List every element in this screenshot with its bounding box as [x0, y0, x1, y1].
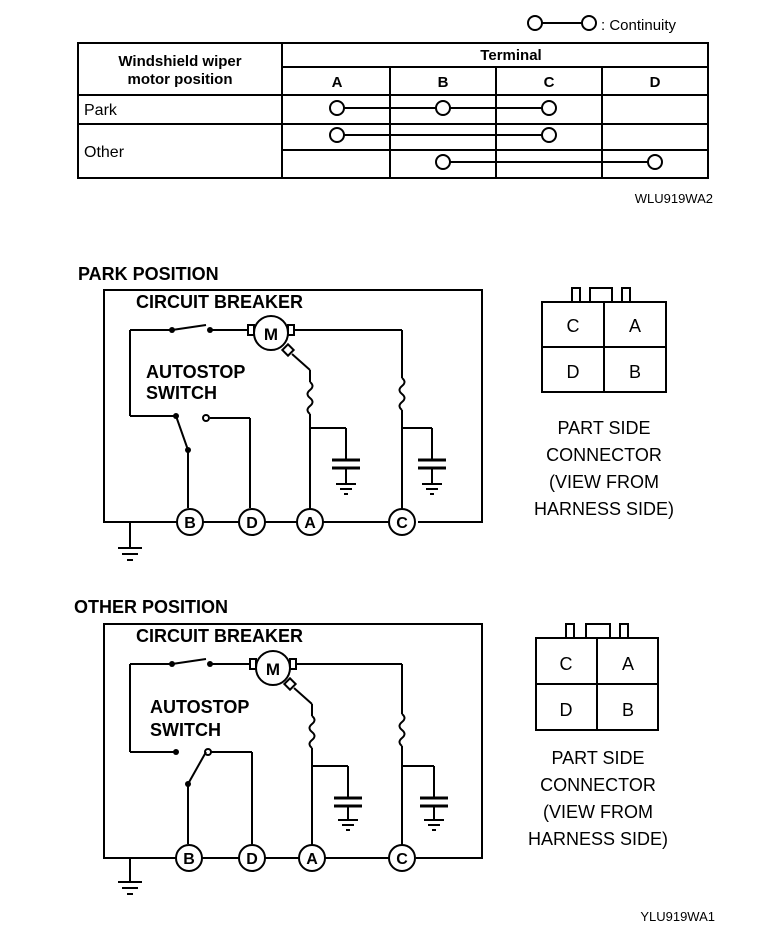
- other-terminal-a-label: A: [306, 851, 318, 868]
- other-connector-cell-b: B: [622, 700, 634, 720]
- park-connector-tab-right: [621, 287, 631, 302]
- other-switch-label-2: SWITCH: [150, 720, 221, 740]
- other-breaker-blade: [171, 658, 207, 665]
- park-breaker-label: CIRCUIT BREAKER: [136, 292, 303, 312]
- park-continuity: [329, 100, 557, 116]
- park-motor-brush-right: [287, 324, 295, 336]
- park-motor-brush-bottom: [280, 342, 296, 358]
- park-connector-cell-c: C: [567, 316, 580, 336]
- other-terminal-d: [238, 844, 266, 872]
- table-row-park-label: Park: [84, 102, 118, 119]
- other-switch-label-1: AUTOSTOP: [150, 697, 249, 717]
- park-connector-cell-a: A: [629, 316, 641, 336]
- park-position-diagram: PARK POSITION CIRCUIT BREAKER M: [78, 264, 674, 561]
- park-terminal-b-label: B: [184, 515, 196, 532]
- table-col-b-label: B: [438, 74, 449, 91]
- continuity-legend: : Continuity: [527, 15, 677, 34]
- other-breaker-label: CIRCUIT BREAKER: [136, 626, 303, 646]
- table-col-a-label: A: [332, 74, 343, 91]
- other-node-d: [647, 154, 663, 170]
- other-wire-a-diag: [293, 687, 313, 705]
- park-caption-2: CONNECTOR: [546, 445, 662, 465]
- table-col-d-label: D: [650, 74, 661, 91]
- figure-code-bottom: YLU919WA1: [640, 909, 715, 924]
- park-terminal-d: [238, 508, 266, 536]
- other-terminal-a: [298, 844, 326, 872]
- park-caption-1: PART SIDE: [557, 418, 650, 438]
- other-node-a: [329, 127, 345, 143]
- other-connector: C A D B: [535, 623, 659, 731]
- other-coil-c: [398, 713, 406, 747]
- table-header-left-line2: motor position: [128, 71, 233, 88]
- other-title: OTHER POSITION: [74, 597, 228, 617]
- park-title: PARK POSITION: [78, 264, 219, 284]
- figure-code-top: WLU919WA2: [635, 191, 713, 206]
- other-motor-brush-right: [289, 658, 297, 670]
- other-caption-1: PART SIDE: [551, 748, 644, 768]
- other-node-b: [435, 154, 451, 170]
- other-terminal-d-label: D: [246, 851, 258, 868]
- continuity-table: Windshield wiper motor position Terminal…: [77, 42, 709, 179]
- park-connector-tab-left: [571, 287, 581, 302]
- table-header-terminal: Terminal: [480, 47, 541, 64]
- park-terminal-a: [296, 508, 324, 536]
- park-caption-4: HARNESS SIDE): [534, 499, 674, 519]
- park-node-b: [435, 100, 451, 116]
- other-continuity-ac: [329, 127, 557, 143]
- park-connector-tab-mid: [589, 287, 613, 302]
- park-node-c: [541, 100, 557, 116]
- other-motor-label: M: [266, 660, 280, 679]
- park-terminal-d-label: D: [246, 515, 258, 532]
- other-connector-cell-c: C: [560, 654, 573, 674]
- other-switch-blade: [187, 751, 207, 785]
- park-breaker-blade: [171, 324, 207, 331]
- park-caption-3: (VIEW FROM: [549, 472, 659, 492]
- other-terminal-b: [175, 844, 203, 872]
- other-connector-tab-mid: [585, 623, 611, 638]
- park-switch-label-2: SWITCH: [146, 383, 217, 403]
- legend-label: : Continuity: [601, 17, 677, 34]
- other-caption-4: HARNESS SIDE): [528, 829, 668, 849]
- park-wire-a-diag: [291, 353, 311, 371]
- park-connector: C A D B: [541, 287, 667, 393]
- park-switch-contact-right: [202, 414, 210, 422]
- park-switch-label-1: AUTOSTOP: [146, 362, 245, 382]
- park-node-a: [329, 100, 345, 116]
- park-terminal-c-label: C: [396, 515, 408, 532]
- other-connector-cell-d: D: [560, 700, 573, 720]
- park-coil-c: [398, 377, 406, 411]
- other-continuity-bd: [435, 154, 663, 170]
- other-terminal-b-label: B: [183, 851, 195, 868]
- park-connector-cell-b: B: [629, 362, 641, 382]
- park-motor-label: M: [264, 325, 278, 344]
- table-col-c-label: C: [544, 74, 555, 91]
- park-enclosure: [103, 289, 483, 523]
- other-terminal-c-label: C: [396, 851, 408, 868]
- other-terminal-c: [388, 844, 416, 872]
- park-coil-a: [306, 381, 314, 415]
- legend-node-left: [527, 15, 543, 31]
- park-switch-blade: [175, 415, 189, 451]
- table-row-other-label: Other: [84, 144, 125, 161]
- other-coil-a: [308, 715, 316, 749]
- park-connector-cell-d: D: [567, 362, 580, 382]
- park-terminal-c: [388, 508, 416, 536]
- table-border: [77, 42, 709, 179]
- other-position-diagram: OTHER POSITION CIRCUIT BREAKER M: [74, 597, 668, 895]
- other-node-c: [541, 127, 557, 143]
- park-terminal-a-label: A: [304, 515, 316, 532]
- table-header-left-line1: Windshield wiper: [118, 53, 241, 70]
- park-terminal-b: [176, 508, 204, 536]
- other-caption-2: CONNECTOR: [540, 775, 656, 795]
- other-caption-3: (VIEW FROM: [543, 802, 653, 822]
- other-connector-tab-left: [565, 623, 575, 638]
- other-connector-cell-a: A: [622, 654, 634, 674]
- other-connector-tab-right: [619, 623, 629, 638]
- legend-node-right: [581, 15, 597, 31]
- other-switch-contact-left: [173, 749, 179, 755]
- other-enclosure: [103, 623, 483, 859]
- other-motor-brush-bottom: [282, 676, 298, 692]
